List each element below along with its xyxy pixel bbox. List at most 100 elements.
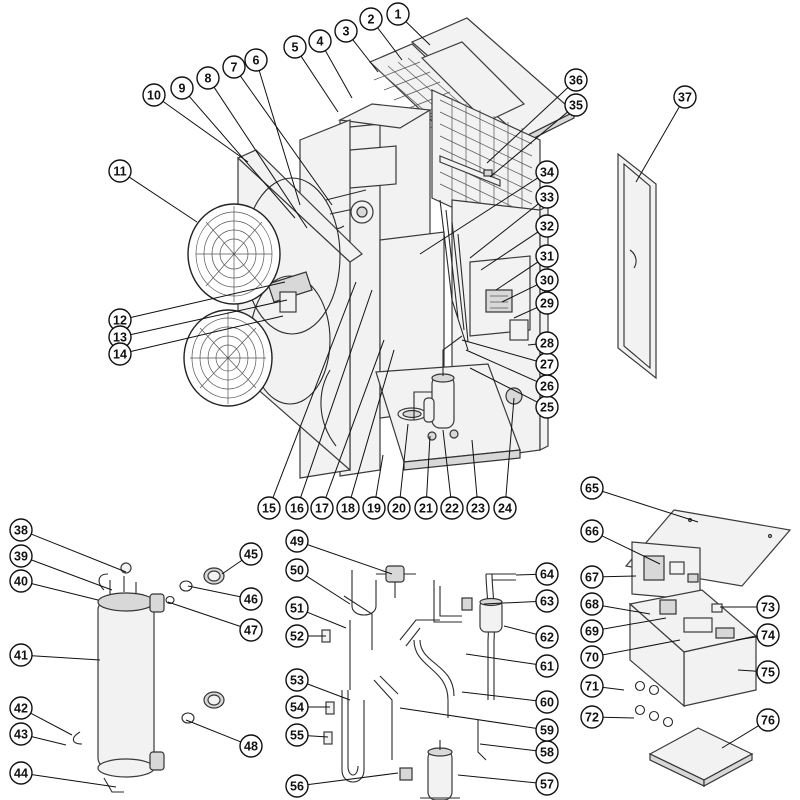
- leader-line: [307, 772, 399, 786]
- callout-number: 15: [262, 502, 276, 516]
- callout-circle: [580, 619, 604, 643]
- callout-circle: [285, 668, 309, 692]
- callout-number: 23: [471, 502, 485, 516]
- callout-number: 37: [678, 91, 692, 105]
- callout-circle: [564, 68, 588, 92]
- leader-line: [306, 611, 347, 629]
- callout-18: 18: [336, 349, 395, 520]
- callout-number: 67: [585, 571, 599, 585]
- callout-circle: [285, 558, 309, 582]
- leader-line: [602, 639, 681, 656]
- callout-23: 23: [466, 439, 490, 520]
- callout-number: 38: [14, 524, 28, 538]
- callout-circle: [285, 774, 309, 798]
- electrical-box-assembly: [624, 509, 792, 788]
- leader-line: [350, 349, 395, 498]
- callout-number: 35: [569, 99, 583, 113]
- callout-circle: [362, 496, 386, 520]
- callout-number: 34: [540, 166, 554, 180]
- callout-10: 10: [142, 83, 249, 163]
- callout-1: 1: [386, 2, 431, 46]
- leader-line: [602, 575, 637, 578]
- leader-line: [513, 307, 538, 319]
- callout-circle: [756, 595, 780, 619]
- leader-line: [515, 573, 537, 576]
- leader-line: [305, 575, 351, 605]
- callout-24: 24: [493, 397, 517, 520]
- callout-39: 39: [9, 544, 113, 591]
- leader-line: [479, 743, 537, 752]
- callout-number: 68: [585, 598, 599, 612]
- callout-33: 33: [469, 185, 559, 259]
- callout-circle: [239, 618, 263, 642]
- leader-line: [272, 281, 357, 498]
- callout-32: 32: [480, 214, 559, 271]
- callout-circle: [535, 331, 559, 355]
- leader-line: [480, 231, 539, 271]
- callout-circle: [535, 291, 559, 315]
- leader-line: [602, 686, 625, 691]
- callout-circle: [108, 159, 132, 183]
- heat-exchanger-assembly: [72, 562, 225, 793]
- leader-line: [31, 559, 113, 591]
- leader-line: [130, 299, 288, 336]
- leader-line: [721, 725, 759, 749]
- callout-2: 2: [359, 7, 403, 61]
- callout-number: 50: [290, 564, 304, 578]
- callout-circle: [580, 645, 604, 669]
- callout-number: 47: [244, 624, 258, 638]
- callout-35: 35: [489, 93, 588, 178]
- callout-circle: [334, 19, 358, 43]
- callout-65: 65: [580, 476, 699, 523]
- callout-number: 54: [290, 701, 304, 715]
- callout-number: 76: [761, 714, 775, 728]
- callout-circle: [440, 496, 464, 520]
- fan-grille-upper: [187, 203, 281, 305]
- callout-circle: [535, 589, 559, 613]
- callout-40: 40: [9, 569, 99, 601]
- callout-circle: [387, 496, 411, 520]
- leader-line: [399, 423, 409, 498]
- callout-number: 63: [540, 595, 554, 609]
- leader-line: [130, 315, 284, 352]
- callout-56: 56: [285, 772, 399, 798]
- callout-number: 53: [290, 674, 304, 688]
- callout-circle: [535, 690, 559, 714]
- pipe-union-lower: [181, 691, 225, 724]
- leader-line: [483, 601, 537, 605]
- callout-26: 26: [465, 349, 559, 398]
- callout-circle: [535, 244, 559, 268]
- leader-line: [377, 27, 403, 61]
- callout-number: 13: [113, 331, 127, 345]
- callout-number: 48: [244, 740, 258, 754]
- control-box: [469, 255, 531, 405]
- callout-number: 31: [540, 250, 554, 264]
- leader-line: [465, 349, 538, 382]
- callout-number: 55: [290, 729, 304, 743]
- leader-line: [307, 735, 329, 738]
- leader-line: [300, 55, 339, 113]
- callout-number: 51: [290, 602, 304, 616]
- compressor-assembly: [413, 335, 463, 441]
- callout-6: 6: [244, 48, 301, 206]
- callout-circle: [580, 565, 604, 589]
- callout-number: 6: [253, 54, 260, 68]
- callout-54: 54: [285, 695, 330, 719]
- callout-number: 49: [290, 535, 304, 549]
- callout-44: 44: [9, 761, 117, 788]
- callout-7: 7: [222, 55, 333, 206]
- callout-14: 14: [108, 315, 284, 366]
- side-door: [617, 152, 657, 380]
- leader-line: [489, 111, 568, 178]
- callout-28: 28: [527, 331, 559, 355]
- callout-number: 43: [14, 728, 28, 742]
- callout-61: 61: [465, 653, 559, 678]
- callout-number: 42: [14, 702, 28, 716]
- leader-line: [602, 617, 667, 630]
- callout-50: 50: [285, 558, 351, 605]
- callout-number: 32: [540, 220, 554, 234]
- callout-70: 70: [580, 639, 681, 669]
- callout-73: 73: [720, 595, 780, 619]
- callout-22: 22: [440, 429, 464, 520]
- leader-line: [419, 177, 539, 255]
